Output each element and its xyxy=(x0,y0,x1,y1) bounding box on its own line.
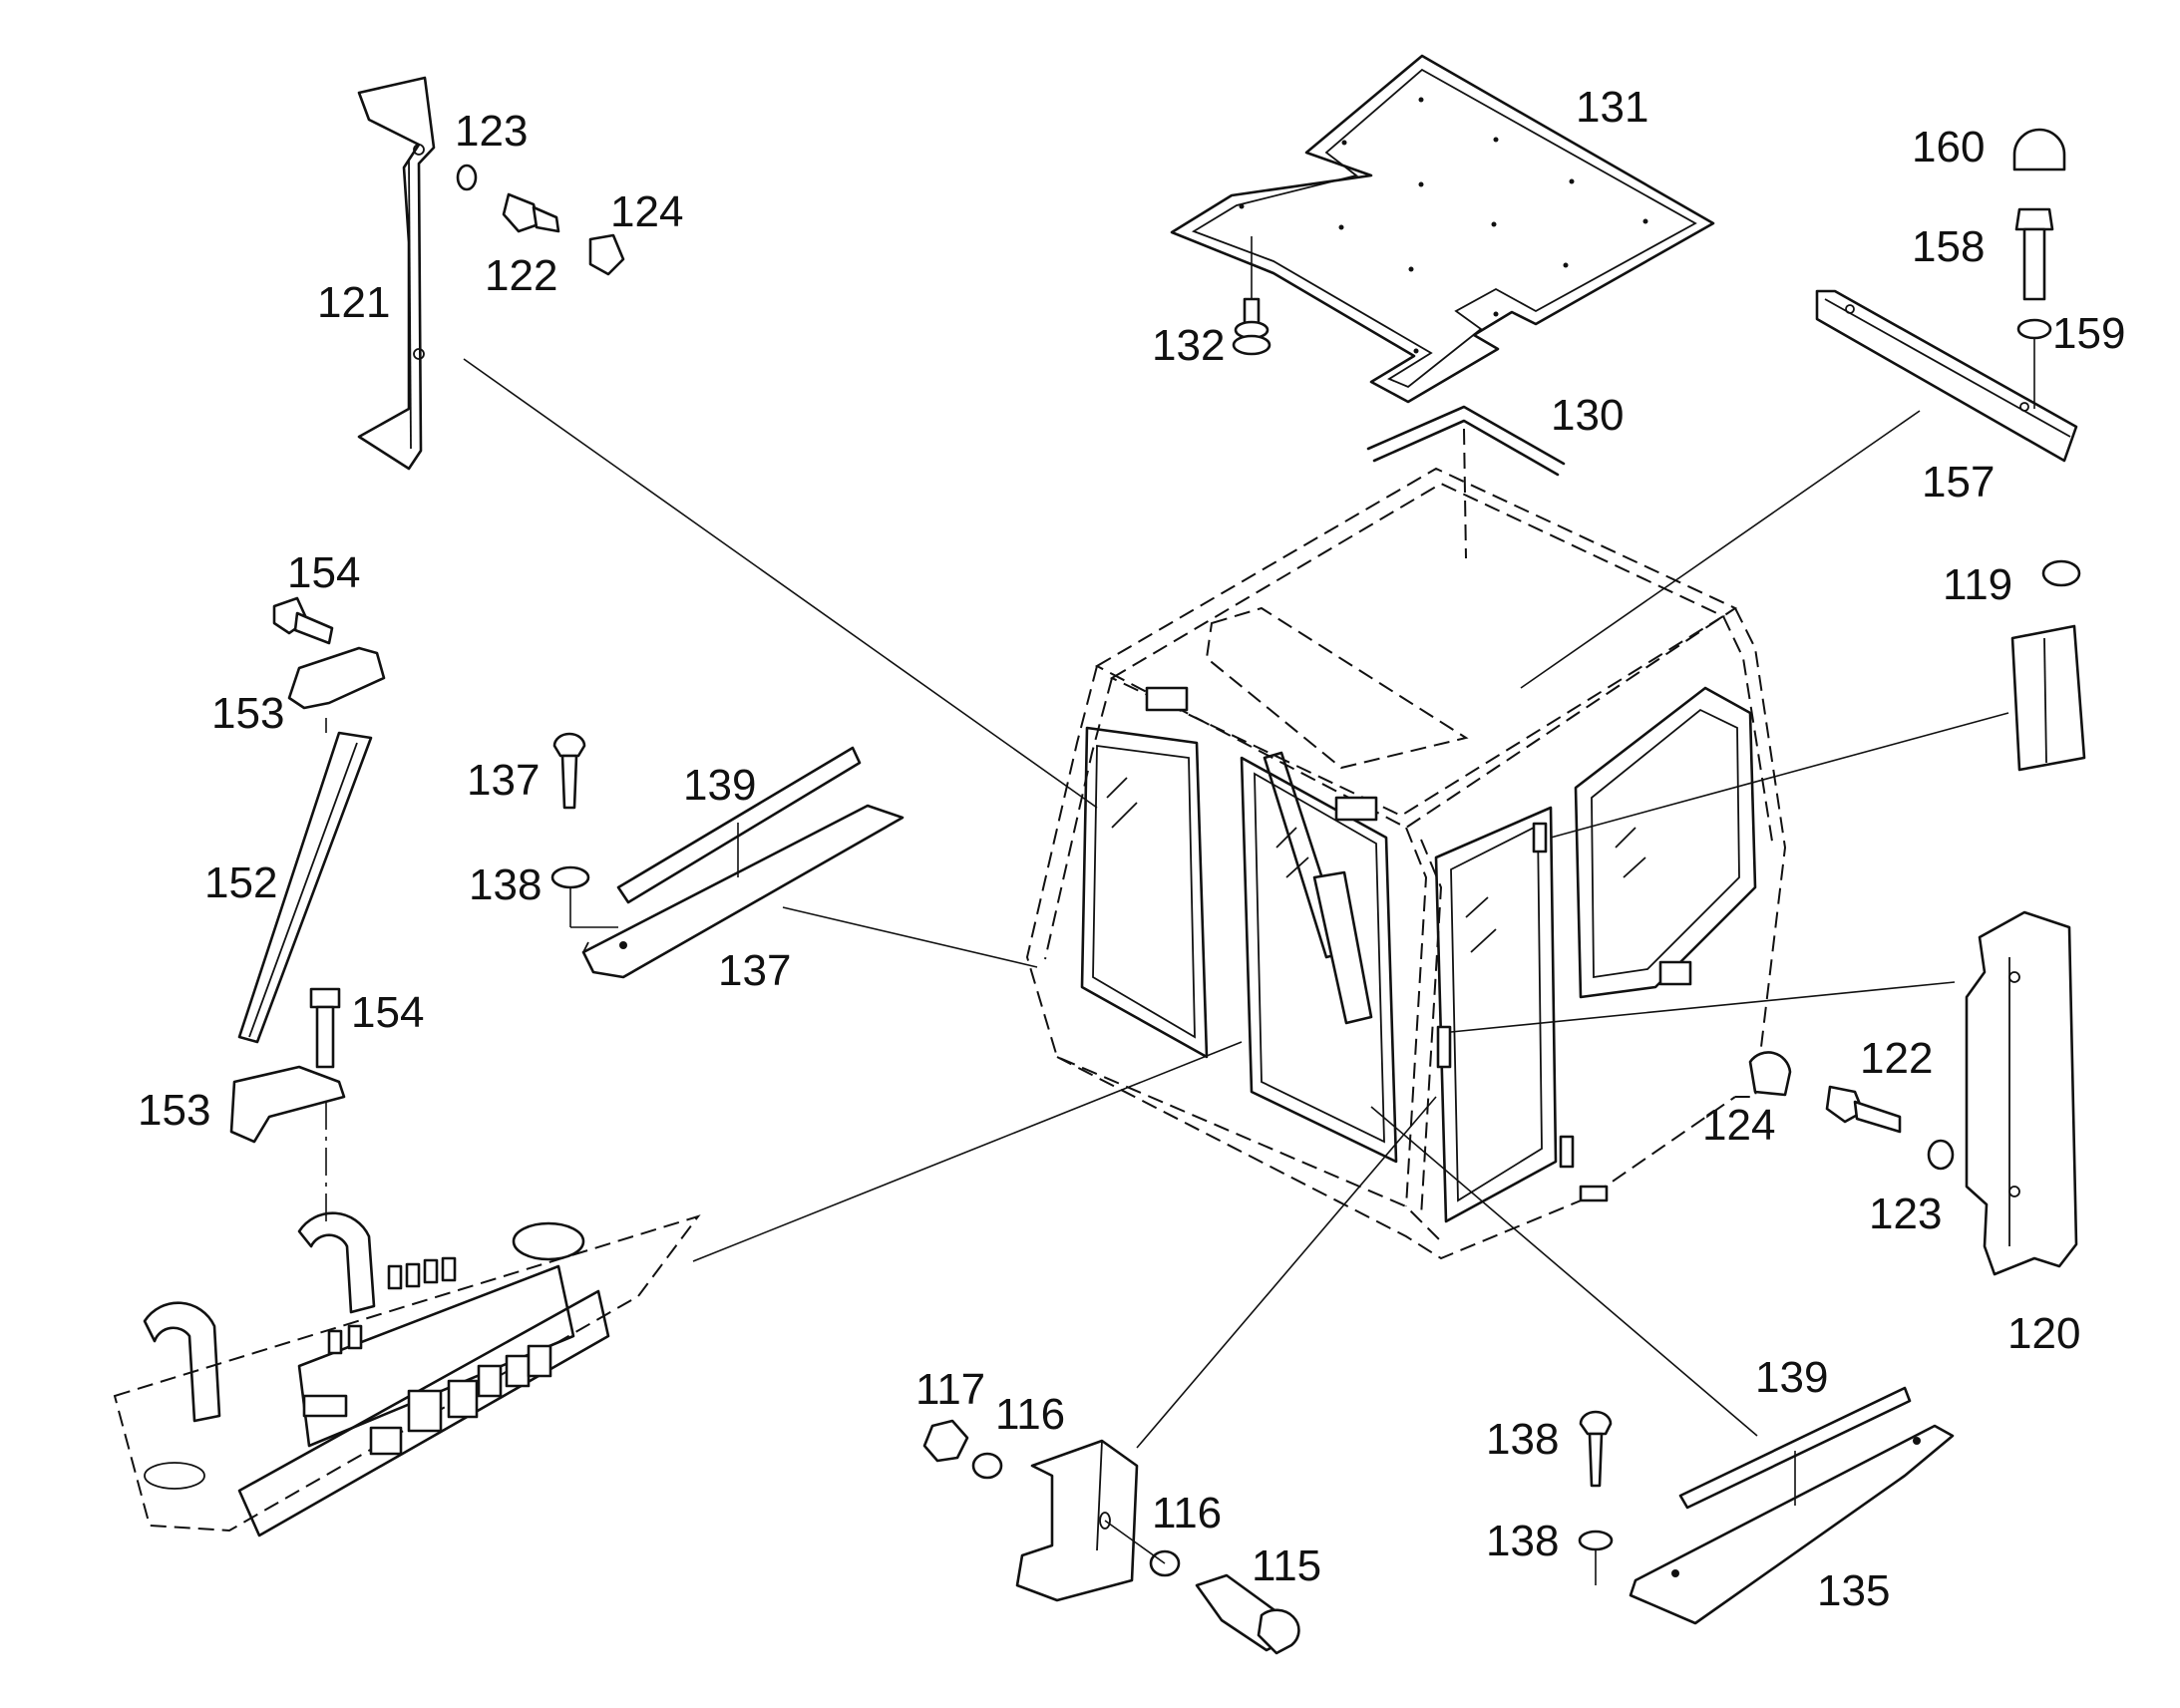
callout-160: 160 xyxy=(1912,123,1985,171)
callout-157: 157 xyxy=(1922,458,1995,507)
callout-139: 139 xyxy=(683,761,756,810)
callout-116: 116 xyxy=(1152,1489,1222,1537)
callout-117: 117 xyxy=(915,1365,985,1414)
callout-122: 122 xyxy=(485,251,557,300)
pillar-trim-121 xyxy=(357,76,436,471)
callout-123: 123 xyxy=(1869,1190,1942,1238)
callout-152: 152 xyxy=(204,858,277,907)
bracket-115-group xyxy=(922,1096,1437,1655)
roof-mat-131 xyxy=(1170,54,1715,404)
fastener-group-right xyxy=(1748,1051,1955,1171)
callout-159: 159 xyxy=(2052,309,2125,358)
callout-137: 138 xyxy=(1486,1415,1559,1464)
callout-154: 154 xyxy=(287,548,360,597)
callout-labels: 123 124 122 121 131 132 130 160 158 159 … xyxy=(138,83,2125,1615)
callout-135: 135 xyxy=(1817,1566,1890,1615)
callout-153: 153 xyxy=(211,689,284,738)
callout-158: 158 xyxy=(1912,222,1985,271)
fastener-group-upper-right xyxy=(2012,128,2066,409)
seal-strip-130 xyxy=(1366,405,1566,559)
callout-116: 116 xyxy=(995,1390,1065,1439)
callout-130: 130 xyxy=(1551,391,1624,440)
callout-123: 123 xyxy=(455,107,528,156)
rail-157 xyxy=(1520,289,2078,689)
screw-132 xyxy=(1232,236,1272,356)
support-arm-assembly xyxy=(229,596,386,1221)
fastener-group-upper-left xyxy=(456,164,1098,809)
callout-119: 119 xyxy=(1943,560,2012,609)
cab-body xyxy=(1025,467,1787,1260)
callout-137: 137 xyxy=(467,756,540,805)
callout-124: 124 xyxy=(1702,1101,1775,1150)
trim-strip-136-group xyxy=(550,732,1038,979)
callout-132: 132 xyxy=(1152,321,1225,370)
callout-153: 153 xyxy=(138,1086,210,1135)
callout-120: 120 xyxy=(2007,1309,2080,1358)
callout-124: 124 xyxy=(610,187,683,236)
control-panel xyxy=(113,1041,1243,1537)
callout-138: 138 xyxy=(469,860,542,909)
callout-154: 154 xyxy=(351,988,424,1037)
callout-139: 139 xyxy=(1755,1353,1828,1402)
callout-131: 131 xyxy=(1576,83,1648,132)
callout-115: 115 xyxy=(1252,1541,1321,1590)
callout-136: 137 xyxy=(718,946,791,995)
callout-121: 121 xyxy=(317,278,390,327)
pillar-trim-120 xyxy=(1450,910,2078,1276)
callout-122: 122 xyxy=(1860,1034,1933,1083)
callout-138: 138 xyxy=(1486,1517,1559,1565)
hinge-119 xyxy=(1550,559,2086,839)
trim-strip-135-group xyxy=(1370,1106,1955,1625)
